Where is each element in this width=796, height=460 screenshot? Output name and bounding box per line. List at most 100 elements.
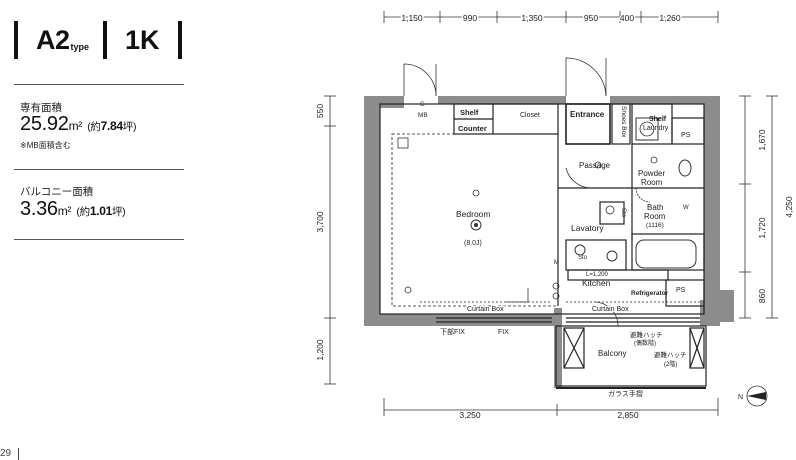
label-balcony: Balcony (598, 349, 626, 358)
outlet-icon (594, 161, 602, 169)
dim-right-total: 4,250 (784, 196, 794, 218)
label-evac-ladder-sub: (2階) (664, 360, 677, 368)
label-evac-hatch-sub: (偶数階) (634, 339, 656, 347)
label-g: G (420, 102, 425, 108)
label-fix: FIX (498, 329, 509, 336)
compass-icon: N (738, 385, 768, 407)
balcony-area-number: 3.36 (20, 198, 58, 220)
dim-right-2: 1,720 (757, 217, 767, 239)
dimensions-left (324, 95, 336, 385)
interior-walls (379, 103, 707, 389)
outlet-icon (552, 282, 560, 290)
label-bedroom-size: (8.0J) (464, 240, 482, 247)
outlet-icon (552, 292, 560, 300)
label-bath-size: (1116) (646, 222, 664, 229)
label-curtain-box-1: Curtain Box (467, 306, 504, 313)
label-ps-1: PS (681, 132, 691, 139)
label-laundry: Laundry (643, 125, 669, 132)
dim-bottom-1: 3,250 (459, 410, 481, 420)
balcony-area-value: 3.36m² (約1.01坪) (20, 198, 126, 221)
label-ps-2: PS (676, 287, 686, 294)
outlet-icon (404, 286, 412, 294)
label-powder-room: Room (641, 178, 663, 187)
tsubo-prefix: (約 (87, 121, 101, 133)
washing-machine-drum (639, 121, 655, 137)
stove-burner-icon (574, 244, 586, 256)
label-passage: Passage (579, 161, 611, 170)
balcony-area-tsubo: (約1.01坪) (76, 204, 126, 218)
dim-left-2: 3,700 (315, 211, 325, 233)
tsubo-value: 7.84 (100, 119, 123, 133)
label-bath-room: Room (644, 212, 666, 221)
dim-bottom-2: 2,850 (617, 410, 639, 420)
label-sto-2: Sto (578, 255, 588, 261)
label-entrance: Entrance (570, 110, 605, 119)
bathtub (635, 239, 697, 269)
label-shoes-box: Shoes Box (620, 106, 627, 138)
exclusive-area-number: 25.92 (20, 113, 69, 135)
header-bar-right (177, 21, 182, 59)
dimensions-bottom (383, 398, 719, 416)
exclusive-area-unit: m² (68, 119, 83, 133)
tsubo-prefix: (約 (76, 206, 90, 218)
dim-top-1: 1,150 (401, 13, 423, 23)
divider (14, 239, 184, 240)
ceiling-light-dot (474, 223, 478, 227)
label-lower-fix: 下部FIX (440, 327, 465, 336)
dim-top-6: 1,260 (659, 13, 681, 23)
outlet-icon (650, 156, 658, 164)
exclusive-area-note: ※MB面積含む (20, 141, 71, 150)
tsubo-suffix: 坪) (111, 206, 126, 218)
dimensions-right (739, 95, 778, 319)
ceiling-light-icon (470, 219, 482, 231)
label-closet: Closet (520, 112, 540, 119)
toilet (678, 159, 692, 177)
label-curtain-box-2: Curtain Box (592, 306, 629, 313)
floor-plan: 1,150 990 1,350 950 400 1,260 550 3,700 … (315, 11, 794, 420)
label-evac-ladder: 避難ハッチ (654, 350, 687, 359)
label-bedroom: Bedroom (456, 209, 491, 219)
label-w: W (683, 205, 689, 211)
divider (14, 169, 184, 170)
plan-type-header: A2 type 1K (14, 20, 182, 60)
dim-right-3: 860 (757, 289, 767, 303)
label-shelf2: Shelf (649, 116, 667, 123)
exclusive-area-value: 25.92m² (約7.84坪) (20, 113, 137, 136)
label-glass-railing: ガラス手摺 (608, 389, 643, 398)
label-powder: Powder (638, 169, 665, 178)
outlet-icon (472, 189, 480, 197)
label-evac-hatch: 避難ハッチ (630, 330, 663, 339)
washing-machine (635, 117, 659, 141)
dim-left-1: 550 (315, 104, 325, 118)
stove-burner-icon (606, 250, 618, 262)
dim-left-3: 1,200 (315, 339, 325, 361)
exclusive-area-tsubo: (約7.84坪) (87, 119, 137, 133)
sensor-icon (397, 137, 409, 149)
dim-top-4: 950 (584, 13, 598, 23)
tsubo-value: 1.01 (89, 204, 112, 218)
label-bath: Bath (647, 203, 663, 212)
tsubo-suffix: 坪) (122, 121, 137, 133)
label-refrigerator: Refrigerator (631, 290, 669, 297)
label-sto-1: Sto (620, 208, 626, 218)
label-kitchen-size: L=1,200 (586, 272, 609, 278)
balcony-area-unit: m² (57, 204, 72, 218)
divider (14, 84, 184, 85)
label-mb: MB (418, 112, 428, 119)
compass-label: N (738, 394, 743, 401)
label-shelf: Shelf (460, 108, 479, 117)
header-bar-left (14, 21, 18, 59)
page-number-tick (18, 448, 19, 460)
plan-type-suffix: type (70, 42, 90, 52)
exclusive-area-label: 専有面積 (20, 102, 62, 114)
header-bar-middle (103, 21, 108, 59)
dim-top-2: 990 (463, 13, 477, 23)
dim-right-1: 1,670 (757, 129, 767, 151)
dim-top-5: 400 (620, 13, 634, 23)
walls (364, 96, 734, 388)
label-m: M (554, 260, 559, 266)
label-lavatory: Lavatory (571, 223, 604, 233)
plan-type-label: A2 (36, 24, 70, 55)
label-kitchen: Kitchen (582, 278, 611, 288)
label-counter: Counter (458, 124, 487, 133)
